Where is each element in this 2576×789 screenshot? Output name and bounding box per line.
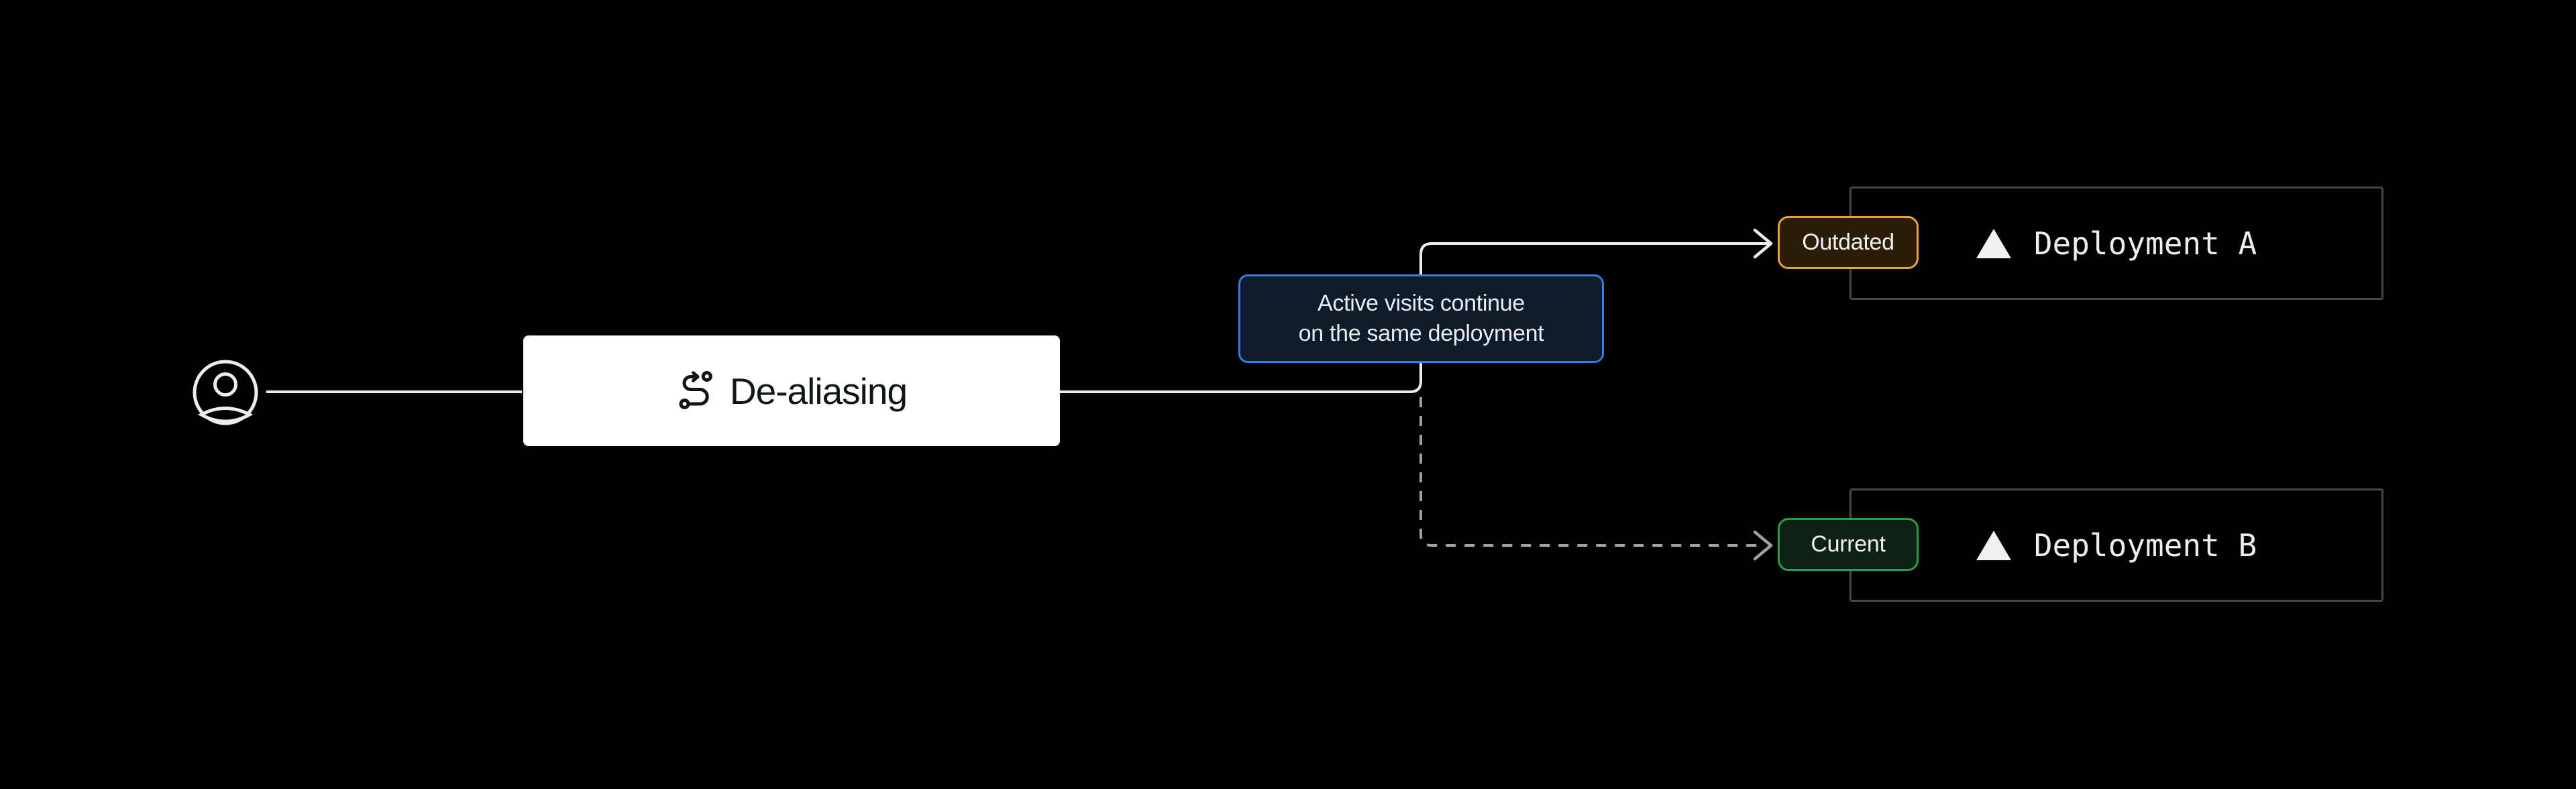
annotation-line-2: on the same deployment [1298, 321, 1544, 346]
arrowhead-dashed [1753, 530, 1773, 561]
process-node-dealiasing: De-aliasing [523, 335, 1060, 446]
process-node-label: De-aliasing [729, 370, 908, 412]
user-circle-icon [193, 360, 258, 425]
deployment-node-label: Deployment B [2033, 527, 2257, 564]
deployment-node-label: Deployment A [2033, 225, 2257, 262]
annotation-line-1: Active visits continue [1318, 291, 1525, 316]
status-badge-outdated: Outdated [1778, 216, 1919, 269]
vercel-triangle-icon [1976, 530, 2011, 560]
annotation-tooltip: Active visits continue on the same deplo… [1238, 274, 1604, 363]
deployment-node-b: Deployment B [1849, 488, 2383, 602]
vercel-triangle-icon [1976, 228, 2011, 258]
arrowhead-solid [1753, 228, 1773, 259]
deployment-node-a: Deployment A [1849, 187, 2383, 300]
edge-process-to-deployment-b [1419, 397, 1764, 547]
route-icon [679, 370, 712, 409]
status-badge-current: Current [1778, 518, 1919, 571]
status-badge-label: Current [1811, 531, 1886, 557]
status-badge-label: Outdated [1802, 229, 1894, 255]
